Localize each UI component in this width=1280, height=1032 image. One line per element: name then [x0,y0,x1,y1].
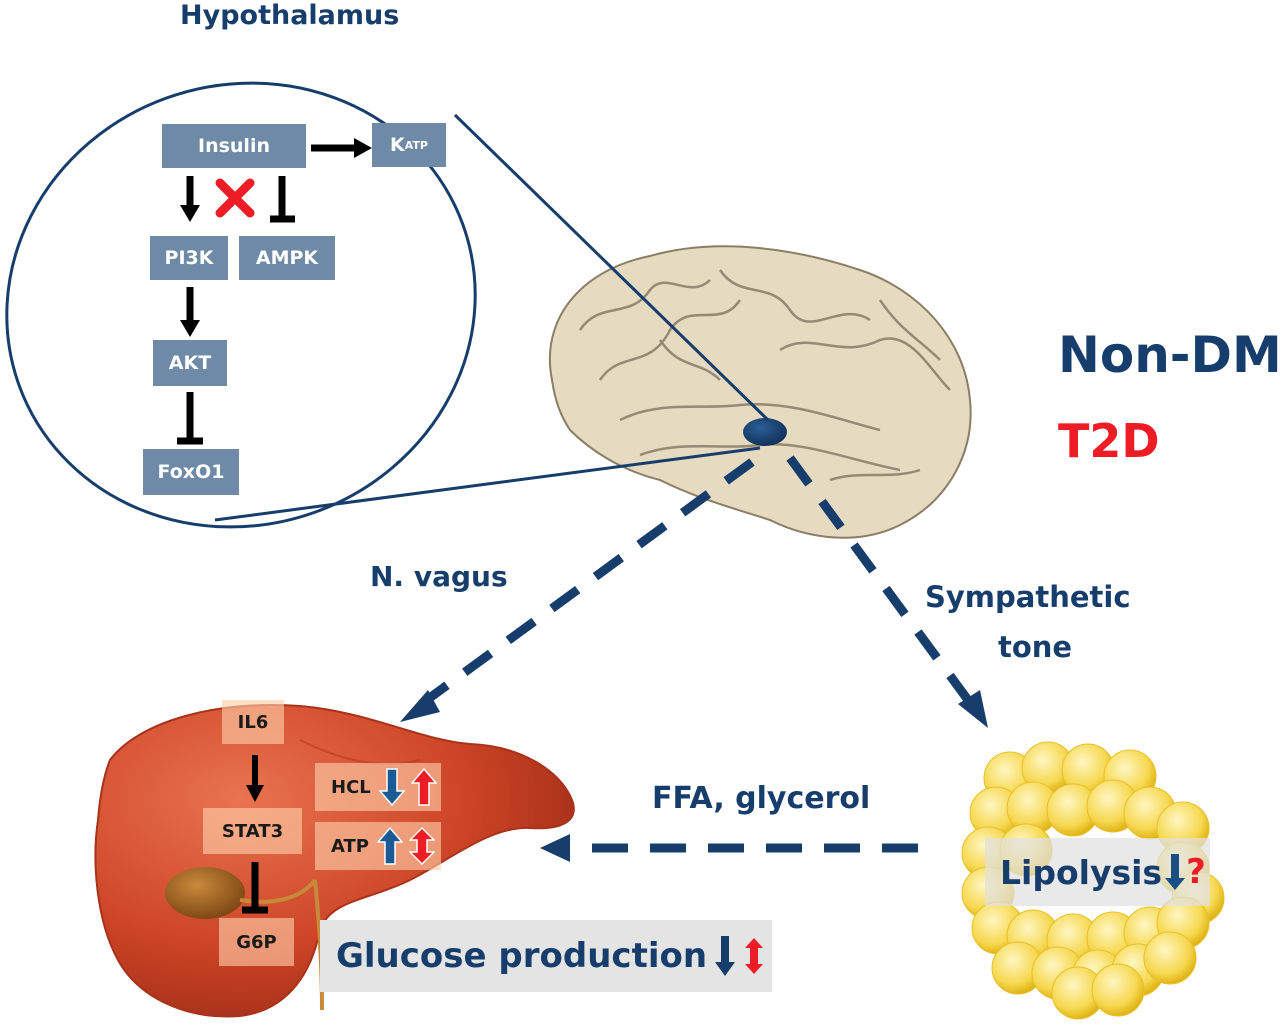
label-sympathetic: Sympathetic [925,580,1131,614]
arrow-updown-red-icon [745,938,764,974]
lipolysis-label: Lipolysis [1000,852,1163,892]
il6-stat3-arrow [246,755,264,802]
node-foxo1: FoxO1 [143,449,239,495]
glucose-production-label: Glucose production [336,936,708,976]
zoom-line-top [453,113,770,422]
node-akt: AKT [153,340,227,386]
hypothalamus-marker [743,418,787,446]
insulin-pi3k-arrow [180,176,200,222]
pi3k-akt-arrow [180,287,200,337]
hypothalamus-title: Hypothalamus [180,0,400,31]
stat3-g6p-inhibition [242,862,268,914]
node-atp: ATP [315,822,441,870]
ffa-arrowhead [540,834,570,862]
node-il6: IL6 [222,700,284,744]
brain-illustration [548,245,972,539]
node-hcl-label: HCL [331,776,371,798]
node-ampk: AMPK [239,236,335,280]
vagus-dashed-line [417,458,755,709]
impaired-x-icon [215,178,255,218]
node-stat3: STAT3 [203,808,302,854]
vagus-arrowhead [400,690,440,722]
glucose-production-box: Glucose production [320,920,772,992]
arrow-down-navy-icon [1165,854,1186,890]
label-tone: tone [998,630,1073,664]
node-katp-subscript: ATP [404,138,428,152]
adipose-tissue-illustration [961,741,1225,1020]
node-pi3k: PI3K [150,236,228,280]
arrow-down-blue-icon [378,768,405,807]
sympathetic-arrowhead [958,690,988,728]
label-ffa-glycerol: FFA, glycerol [652,781,871,816]
insulin-ampk-inhibition [270,176,295,223]
arrow-updown-red-icon [409,826,436,866]
fat-cell [1143,931,1197,985]
akt-foxo1-inhibition [177,392,203,445]
zoom-line-bottom [214,446,761,522]
legend-non-dm: Non-DM [1058,326,1280,384]
arrow-up-blue-icon [377,826,404,865]
arrow-up-red-icon [410,767,437,806]
lipolysis-box: Lipolysis ? [985,838,1210,906]
question-mark: ? [1186,852,1206,892]
arrow-down-navy-icon [715,936,736,976]
hypothalamus-zoom-ellipse [5,81,477,529]
node-katp-main: K [390,134,405,156]
node-insulin: Insulin [162,124,306,168]
node-g6p: G6P [219,918,294,966]
node-atp-label: ATP [331,835,370,857]
legend-t2d: T2D [1058,414,1160,468]
insulin-katp-arrow [311,138,372,158]
node-hcl: HCL [315,763,441,811]
label-n-vagus: N. vagus [370,560,508,593]
fat-cell [1091,963,1145,1017]
